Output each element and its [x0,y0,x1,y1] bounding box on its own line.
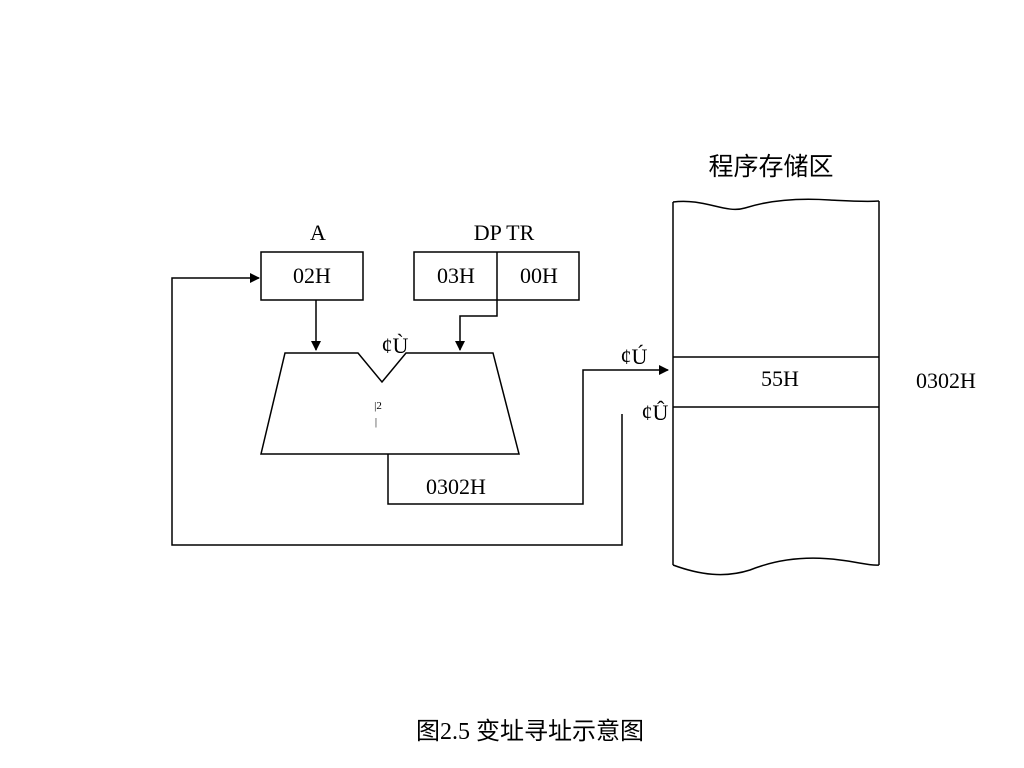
marker-3: ¢Ú [621,344,648,369]
marker-4: ¢Û [642,400,669,425]
adder-shape [260,352,520,455]
adder-center-mark-1: |2 [374,400,382,412]
register-a-box [260,251,364,301]
memory-cell-value: 55H [761,366,799,391]
register-a-value: 02H [293,263,331,288]
effective-address-label: 0302H [426,474,486,499]
memory-bottom-edge [672,557,880,576]
adder-center-mark-2: | [375,416,377,428]
dptr-low-value: 00H [520,263,558,288]
dptr-high-value: 03H [437,263,475,288]
memory-top-edge [672,198,880,210]
memory-cell-address: 0302H [916,368,976,393]
adder-marker: ¢Ù [382,333,409,358]
arrow-memory-to-a [171,273,623,546]
arrow-address-to-memory [387,365,669,505]
dptr-label: DP TR [474,220,535,245]
register-a-label: A [310,220,326,245]
memory-title: 程序存储区 [708,153,833,181]
figure-caption: 图2.5 变址寻址示意图 [416,718,644,745]
arrow-dptr-to-adder [455,300,498,351]
